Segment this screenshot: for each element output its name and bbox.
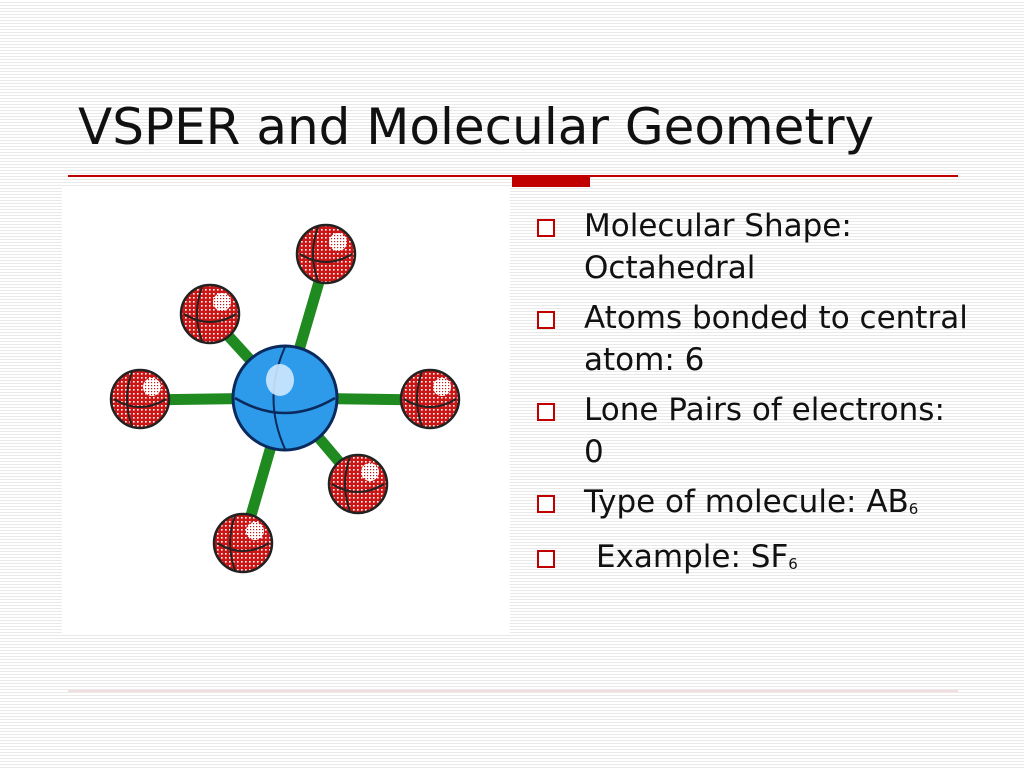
outer-atom-left xyxy=(109,368,171,430)
square-bullet-icon xyxy=(537,403,555,421)
bullet-atoms-bonded: Atoms bonded to central atom: 6 xyxy=(534,297,974,381)
outer-atom-lower-right xyxy=(327,453,389,515)
bullet-list: Molecular Shape: Octahedral Atoms bonded… xyxy=(534,205,974,591)
bullet-subscript: 6 xyxy=(788,555,798,573)
square-bullet-icon xyxy=(537,219,555,237)
bullet-text: Type of molecule: AB xyxy=(584,484,909,520)
square-bullet-icon xyxy=(537,550,555,568)
title-divider-accent xyxy=(512,175,590,187)
central-atom xyxy=(231,344,339,452)
outer-atom-right xyxy=(399,368,461,430)
outer-atom-top xyxy=(295,223,357,285)
molecule-image xyxy=(62,187,510,633)
octahedral-molecule-illustration xyxy=(109,223,461,574)
bullet-text: Molecular Shape: Octahedral xyxy=(584,208,852,286)
outer-atom-bottom xyxy=(212,512,274,574)
bullet-text: Example: SF xyxy=(596,539,789,575)
bullet-text: Lone Pairs of electrons: 0 xyxy=(584,392,945,470)
bullet-molecular-shape: Molecular Shape: Octahedral xyxy=(534,205,974,289)
footer-divider xyxy=(68,690,958,692)
square-bullet-icon xyxy=(537,495,555,513)
slide-title: VSPER and Molecular Geometry xyxy=(78,98,875,156)
bullet-example: Example: SF6 xyxy=(534,536,974,583)
square-bullet-icon xyxy=(537,311,555,329)
bullet-subscript: 6 xyxy=(908,500,919,518)
bullet-lone-pairs: Lone Pairs of electrons: 0 xyxy=(534,389,974,473)
bullet-molecule-type: Type of molecule: AB6 xyxy=(534,481,974,528)
bullet-text: Atoms bonded to central atom: 6 xyxy=(584,300,968,378)
outer-atom-upper-left xyxy=(179,283,241,345)
